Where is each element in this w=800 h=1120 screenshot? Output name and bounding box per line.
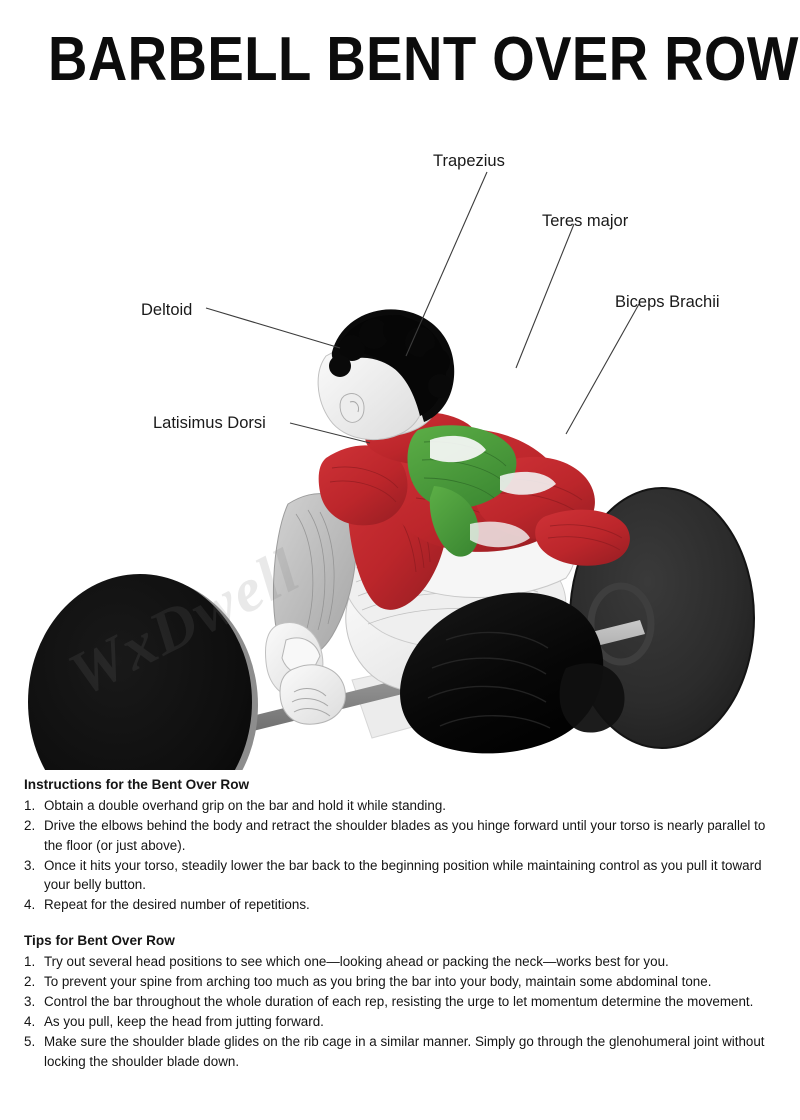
tip-item: 3. Control the bar throughout the whole d… (24, 992, 782, 1012)
tip-number: 2. (24, 973, 36, 989)
instruction-number: 1. (24, 798, 36, 813)
anatomy-figure (265, 309, 630, 754)
leader-line-teres-major (515, 223, 575, 369)
instruction-text: Obtain a double overhand grip on the bar… (44, 798, 447, 813)
instruction-number: 2. (24, 818, 36, 834)
label-deltoid: Deltoid (141, 301, 193, 319)
instruction-number: 3. (24, 857, 36, 873)
page-title: BARBELL BENT OVER ROW (48, 25, 799, 94)
section-spacer (24, 916, 782, 931)
leader-line-deltoid (205, 307, 341, 349)
tip-number: 1. (24, 953, 36, 969)
text-content: Instructions for the Bent Over Row 1. Obt… (24, 775, 782, 1072)
barbell-plate-left (28, 574, 258, 770)
tip-item: 4. As you pull, keep the head from juttin… (24, 1012, 782, 1032)
leader-line-latisimus-dorsi (289, 422, 371, 444)
instruction-item: 4. Repeat for the desired number of repet… (24, 895, 782, 915)
instruction-item: 3. Once it hits your torso, steadily lowe… (24, 856, 782, 895)
label-trapezius: Trapezius (433, 152, 505, 170)
instruction-item: 2. Drive the elbows behind the body and r… (24, 816, 782, 855)
tips-list: 1. Try out several head positions to see … (24, 952, 782, 1072)
shorts (400, 592, 604, 754)
instruction-text: Once it hits your torso, steadily lower … (44, 857, 762, 893)
instructions-heading: Instructions for the Bent Over Row (24, 777, 250, 792)
instruction-text: Repeat for the desired number of repetit… (44, 897, 310, 913)
tip-text: Try out several head positions to see wh… (44, 953, 669, 969)
tip-text: To prevent your spine from arching too m… (44, 973, 712, 989)
tip-item: 5. Make sure the shoulder blade glides on… (24, 1032, 782, 1071)
gripping-hand (279, 664, 346, 725)
tip-text: Make sure the shoulder blade glides on t… (44, 1033, 765, 1069)
leader-line-trapezius (405, 171, 488, 357)
tip-item: 2. To prevent your spine from arching too… (24, 972, 782, 992)
instructions-list: 1. Obtain a double overhand grip on the b… (24, 796, 782, 915)
tip-number: 3. (24, 993, 36, 1009)
exercise-illustration (0, 120, 800, 770)
instruction-number: 4. (24, 897, 36, 913)
tip-text: As you pull, keep the head from jutting … (44, 1013, 324, 1029)
label-latisimus-dorsi: Latisimus Dorsi (153, 414, 266, 432)
tip-number: 5. (24, 1033, 36, 1049)
callout-leader-lines (205, 171, 640, 444)
leader-line-biceps-brachii (565, 303, 640, 435)
tip-text: Control the bar throughout the whole dur… (44, 993, 754, 1009)
tips-heading: Tips for Bent Over Row (24, 932, 175, 948)
instruction-item: 1. Obtain a double overhand grip on the b… (24, 796, 782, 816)
instruction-text: Drive the elbows behind the body and ret… (44, 818, 766, 853)
label-biceps-brachii: Biceps Brachii (615, 293, 720, 311)
tip-number: 4. (24, 1013, 36, 1029)
label-teres-major: Teres major (542, 212, 629, 230)
tip-item: 1. Try out several head positions to see … (24, 952, 782, 972)
